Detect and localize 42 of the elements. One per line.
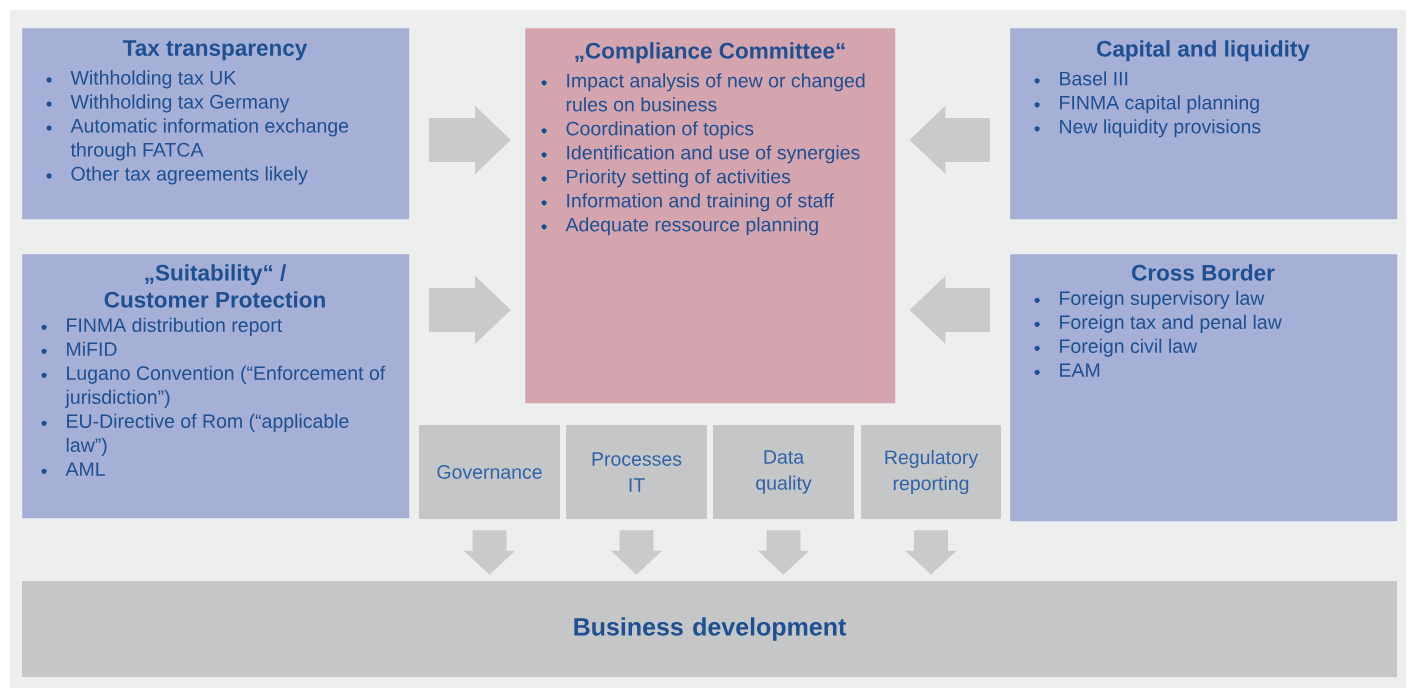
text-box bbox=[1010, 254, 1398, 522]
bullet-item: Identification and use of synergies bbox=[567, 145, 860, 164]
bullet-item: Basel III bbox=[1060, 71, 1128, 86]
box-label: Regulatory reporting bbox=[885, 449, 979, 495]
bullet-item: Foreign civil law bbox=[1060, 338, 1198, 357]
bullet-item: FINMA capital planning bbox=[1060, 95, 1259, 114]
label-box bbox=[861, 425, 1001, 519]
bullet-item: EAM bbox=[1060, 363, 1100, 377]
bullet-item: Lugano Convention (“Enforcement of jurisdiction”) bbox=[65, 365, 386, 408]
box-label: Business development bbox=[574, 617, 846, 641]
bullet-item: FINMA distribution report bbox=[67, 317, 283, 336]
heading: „Suitability“ / Customer Protection bbox=[104, 264, 325, 308]
bullet-item: New liquidity provisions bbox=[1060, 119, 1261, 138]
bullet-item: Withholding tax Germany bbox=[70, 94, 290, 113]
bullet-item: Other tax agreements likely bbox=[71, 166, 308, 185]
heading: Tax transparency bbox=[122, 40, 308, 61]
label-box bbox=[419, 425, 560, 519]
bullet-item: AML bbox=[65, 462, 105, 476]
bullet-item: Foreign tax and penal law bbox=[1060, 314, 1282, 333]
text-box bbox=[525, 28, 896, 404]
banner-box bbox=[22, 581, 1397, 677]
bullet-item: MiFID bbox=[67, 341, 117, 356]
bullet-item: Priority setting of activities bbox=[567, 169, 791, 188]
text-box bbox=[22, 28, 410, 220]
bullet-item: Impact analysis of new or changed rules on business bbox=[566, 73, 865, 112]
text-box bbox=[22, 254, 410, 519]
bullet-item: Information and training of staff bbox=[567, 193, 834, 212]
heading: Cross Border bbox=[1132, 264, 1275, 281]
bullet-item: Adequate ressource planning bbox=[565, 217, 818, 236]
text-box bbox=[1010, 28, 1398, 220]
box-label: Data quality bbox=[756, 450, 812, 494]
box-label: Governance bbox=[437, 465, 542, 479]
box-label: Processes IT bbox=[592, 452, 682, 492]
bullet-item: Withholding tax UK bbox=[70, 70, 237, 89]
label-box bbox=[566, 425, 707, 519]
bullet-item: Coordination of topics bbox=[566, 121, 754, 140]
heading: Capital and liquidity bbox=[1097, 40, 1310, 62]
label-box bbox=[713, 425, 854, 519]
bullet-item: EU-Directive of Rom (“applicable law”) bbox=[66, 413, 349, 456]
bullet-item: Foreign supervisory law bbox=[1060, 290, 1265, 309]
heading: „Compliance Committee“ bbox=[575, 42, 845, 64]
bullet-item: Automatic information exchange through FATCA bbox=[70, 118, 349, 161]
